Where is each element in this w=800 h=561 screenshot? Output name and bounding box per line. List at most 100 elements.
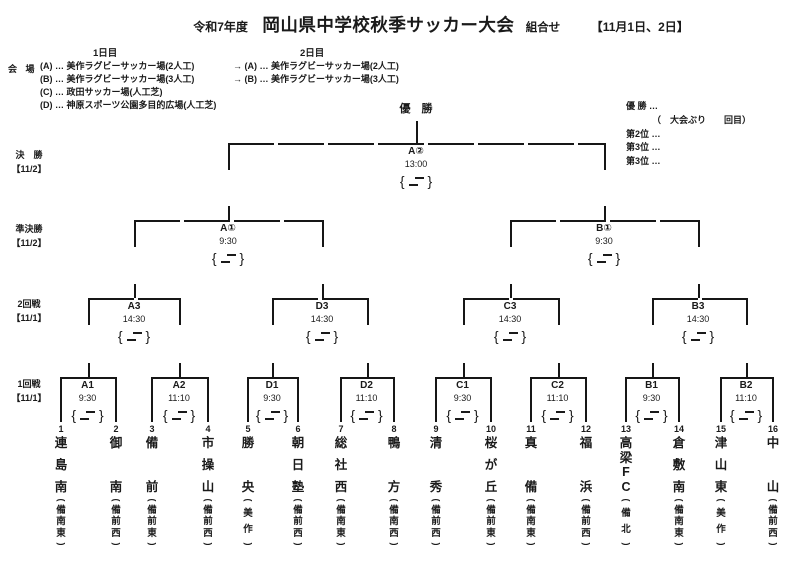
team-region-char: 前 [486, 516, 496, 527]
bracket-hline [463, 298, 560, 300]
round-date: 【11/2】 [11, 238, 47, 248]
score-brace-right: } [757, 407, 763, 423]
team-region-char: 西 [431, 527, 441, 539]
match-time: 11:10 [355, 393, 378, 403]
team-region: (美作) [234, 496, 262, 548]
team-region: (備前西) [284, 496, 312, 548]
team-seed: 4 [205, 424, 211, 434]
team-name: 中山 [759, 437, 787, 494]
team-name: 桜が丘 [477, 437, 505, 494]
score-blank-lines [80, 410, 95, 420]
venue-row: → (B) … 美作ラグビーサッカー場(3人工) [233, 74, 399, 84]
score-placeholder: {} [287, 327, 357, 345]
round-label-final: 決 勝 【11/2】 [8, 148, 50, 176]
match-time: 11:10 [168, 393, 190, 403]
bracket-vline [340, 377, 342, 422]
bracket-hline [272, 298, 369, 300]
score-placeholder: {} [663, 327, 733, 345]
team-seed: 10 [485, 424, 496, 434]
team-name-char: 敷 [672, 458, 686, 472]
vertical-paren-close: ) [203, 542, 213, 546]
team-region-char: 東 [486, 527, 496, 539]
title-dates: 【11月1日、2日】 [590, 20, 689, 34]
score-placeholder: {} [569, 249, 639, 267]
score-blank-lines [596, 253, 612, 263]
team-region-char: 備 [111, 504, 121, 516]
bracket-vline [510, 284, 512, 298]
team-name-char: 山 [766, 480, 780, 494]
day2-header: 2日目 [300, 48, 325, 59]
team-region-char: 備 [431, 504, 441, 516]
vertical-paren-open: ( [147, 498, 157, 502]
team-name: 津山東 [707, 437, 735, 494]
team-region-char: 前 [431, 516, 441, 527]
bracket-hline [151, 377, 209, 379]
team-name-char: 浜 [579, 480, 593, 494]
bracket-vline [179, 363, 181, 377]
score-brace-right: } [283, 407, 289, 423]
score-brace-left: { [729, 407, 735, 423]
score-placeholder: {} [523, 406, 593, 424]
bracket-vline [604, 143, 606, 170]
venue-row: (B) … 美作ラグビーサッカー場(3人工) [40, 74, 195, 84]
venues-label: 会 場 [8, 64, 38, 74]
team-name-char: 朝 [291, 436, 305, 450]
team-name-char: 日 [291, 458, 305, 472]
bracket-vline [772, 377, 774, 422]
score-placeholder: {} [237, 406, 307, 424]
champion-label: 優 勝 [399, 103, 433, 115]
score-brace-right: } [474, 407, 479, 423]
vertical-paren-close: ) [526, 542, 536, 546]
bracket-hline [530, 377, 587, 379]
round-label-round1: 1回戦 【11/1】 [8, 377, 50, 405]
team-region-char: 南 [526, 516, 536, 527]
vertical-paren-close: ) [389, 542, 399, 546]
vertical-paren-open: ( [111, 498, 121, 502]
score-blank-lines [502, 331, 518, 341]
team-name: 真備 [517, 437, 545, 494]
team-name-char: 南 [54, 480, 68, 494]
score-blank-lines [644, 410, 659, 420]
vertical-paren-close: ) [674, 542, 684, 546]
score-brace-right: } [521, 328, 527, 344]
bracket-hline [652, 298, 748, 300]
bracket-vline [297, 377, 299, 422]
match-time: 11:10 [735, 393, 757, 403]
team-name-char: 央 [241, 480, 255, 494]
bracket-hline [340, 377, 395, 379]
bracket-vline [558, 298, 560, 325]
team-region-char: 美 [243, 508, 253, 520]
match-time: 14:30 [686, 314, 710, 324]
vertical-paren-close: ) [56, 542, 66, 546]
team-name-char: C [621, 479, 631, 494]
vertical-paren-close: ) [293, 542, 303, 546]
legend-line: 第2位 … [626, 128, 661, 139]
score-placeholder: {} [193, 249, 263, 267]
score-brace-left: { [635, 407, 640, 423]
score-brace-left: { [399, 173, 405, 189]
bracket-hline [510, 220, 700, 222]
match-code: A② [408, 146, 424, 157]
bracket-vline [367, 363, 369, 377]
vertical-paren-open: ( [621, 498, 631, 502]
team-name-char: 丘 [484, 480, 498, 494]
score-blank-lines [690, 331, 706, 341]
team-name-char: 備 [145, 436, 159, 450]
team-seed: 7 [338, 424, 344, 434]
team-region-char: 備 [674, 504, 684, 516]
bracket-vline [60, 377, 62, 422]
bracket-vline [179, 298, 181, 325]
team-region-char: 備 [56, 504, 66, 516]
score-blank-lines [264, 410, 280, 420]
team-region-char: 作 [243, 523, 253, 535]
bracket-vline [272, 298, 274, 325]
bracket-hline [60, 377, 117, 379]
team-name-char: 操 [201, 458, 215, 472]
